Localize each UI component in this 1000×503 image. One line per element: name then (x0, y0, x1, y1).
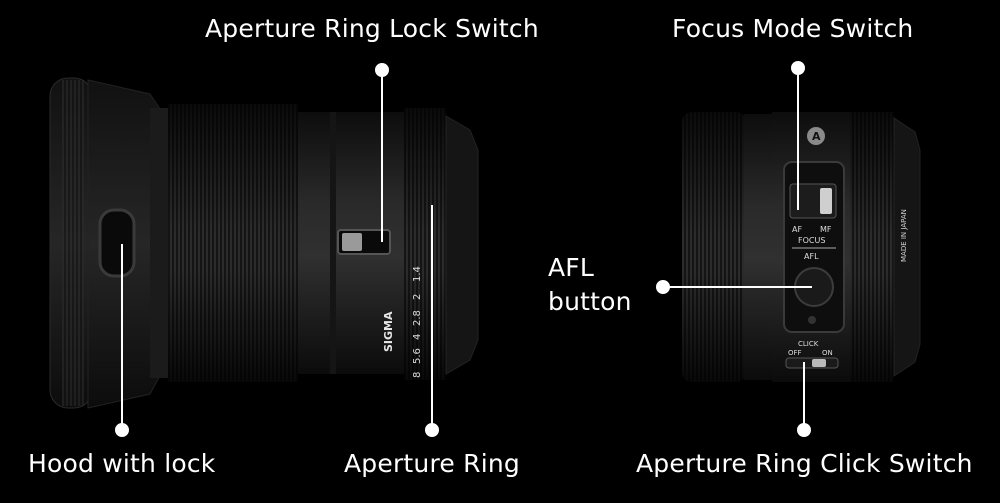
f-number-5-6: 5.6 (412, 348, 423, 364)
f-number-8: 8 (412, 372, 423, 378)
svg-text:AFL: AFL (804, 252, 819, 261)
label-aperture-ring-click-switch: Aperture Ring Click Switch (636, 449, 973, 478)
callout-dot (791, 61, 805, 75)
f-number-2-8: 2.8 (412, 310, 423, 326)
svg-text:MF: MF (820, 225, 832, 234)
callout-dot (656, 280, 670, 294)
right-lens: A AF MF FOCUS AFL CLICK OFF ON MADE IN J… (682, 112, 921, 382)
left-lens: 1.4 2 2.8 4 5.6 8 SIGMA (49, 77, 479, 409)
hood-lock-button (98, 208, 136, 278)
aperture-scale: 1.4 2 2.8 4 5.6 8 (412, 266, 423, 378)
f-number-1-4: 1.4 (412, 266, 423, 282)
label-afl-line1: AFL (548, 253, 595, 282)
svg-text:CLICK: CLICK (798, 340, 819, 348)
a-mark-icon (807, 127, 825, 145)
label-aperture-ring: Aperture Ring (344, 449, 520, 478)
svg-text:ON: ON (822, 349, 833, 357)
callout-lines (115, 61, 812, 437)
label-afl-line2: button (548, 287, 632, 316)
f-number-4: 4 (412, 334, 423, 340)
label-focus-mode-switch: Focus Mode Switch (672, 14, 914, 43)
callout-dot (425, 423, 439, 437)
svg-text:MADE IN JAPAN: MADE IN JAPAN (900, 209, 908, 262)
svg-text:FOCUS: FOCUS (798, 236, 825, 245)
brand-logo: SIGMA (382, 311, 395, 352)
f-number-2: 2 (412, 294, 423, 300)
callout-dot (797, 423, 811, 437)
callout-dot (375, 63, 389, 77)
svg-text:AF: AF (792, 225, 802, 234)
svg-text:A: A (812, 130, 821, 143)
svg-text:OFF: OFF (788, 349, 802, 357)
label-hood-with-lock: Hood with lock (28, 449, 216, 478)
label-aperture-ring-lock-switch: Aperture Ring Lock Switch (205, 14, 539, 43)
callout-dot (115, 423, 129, 437)
